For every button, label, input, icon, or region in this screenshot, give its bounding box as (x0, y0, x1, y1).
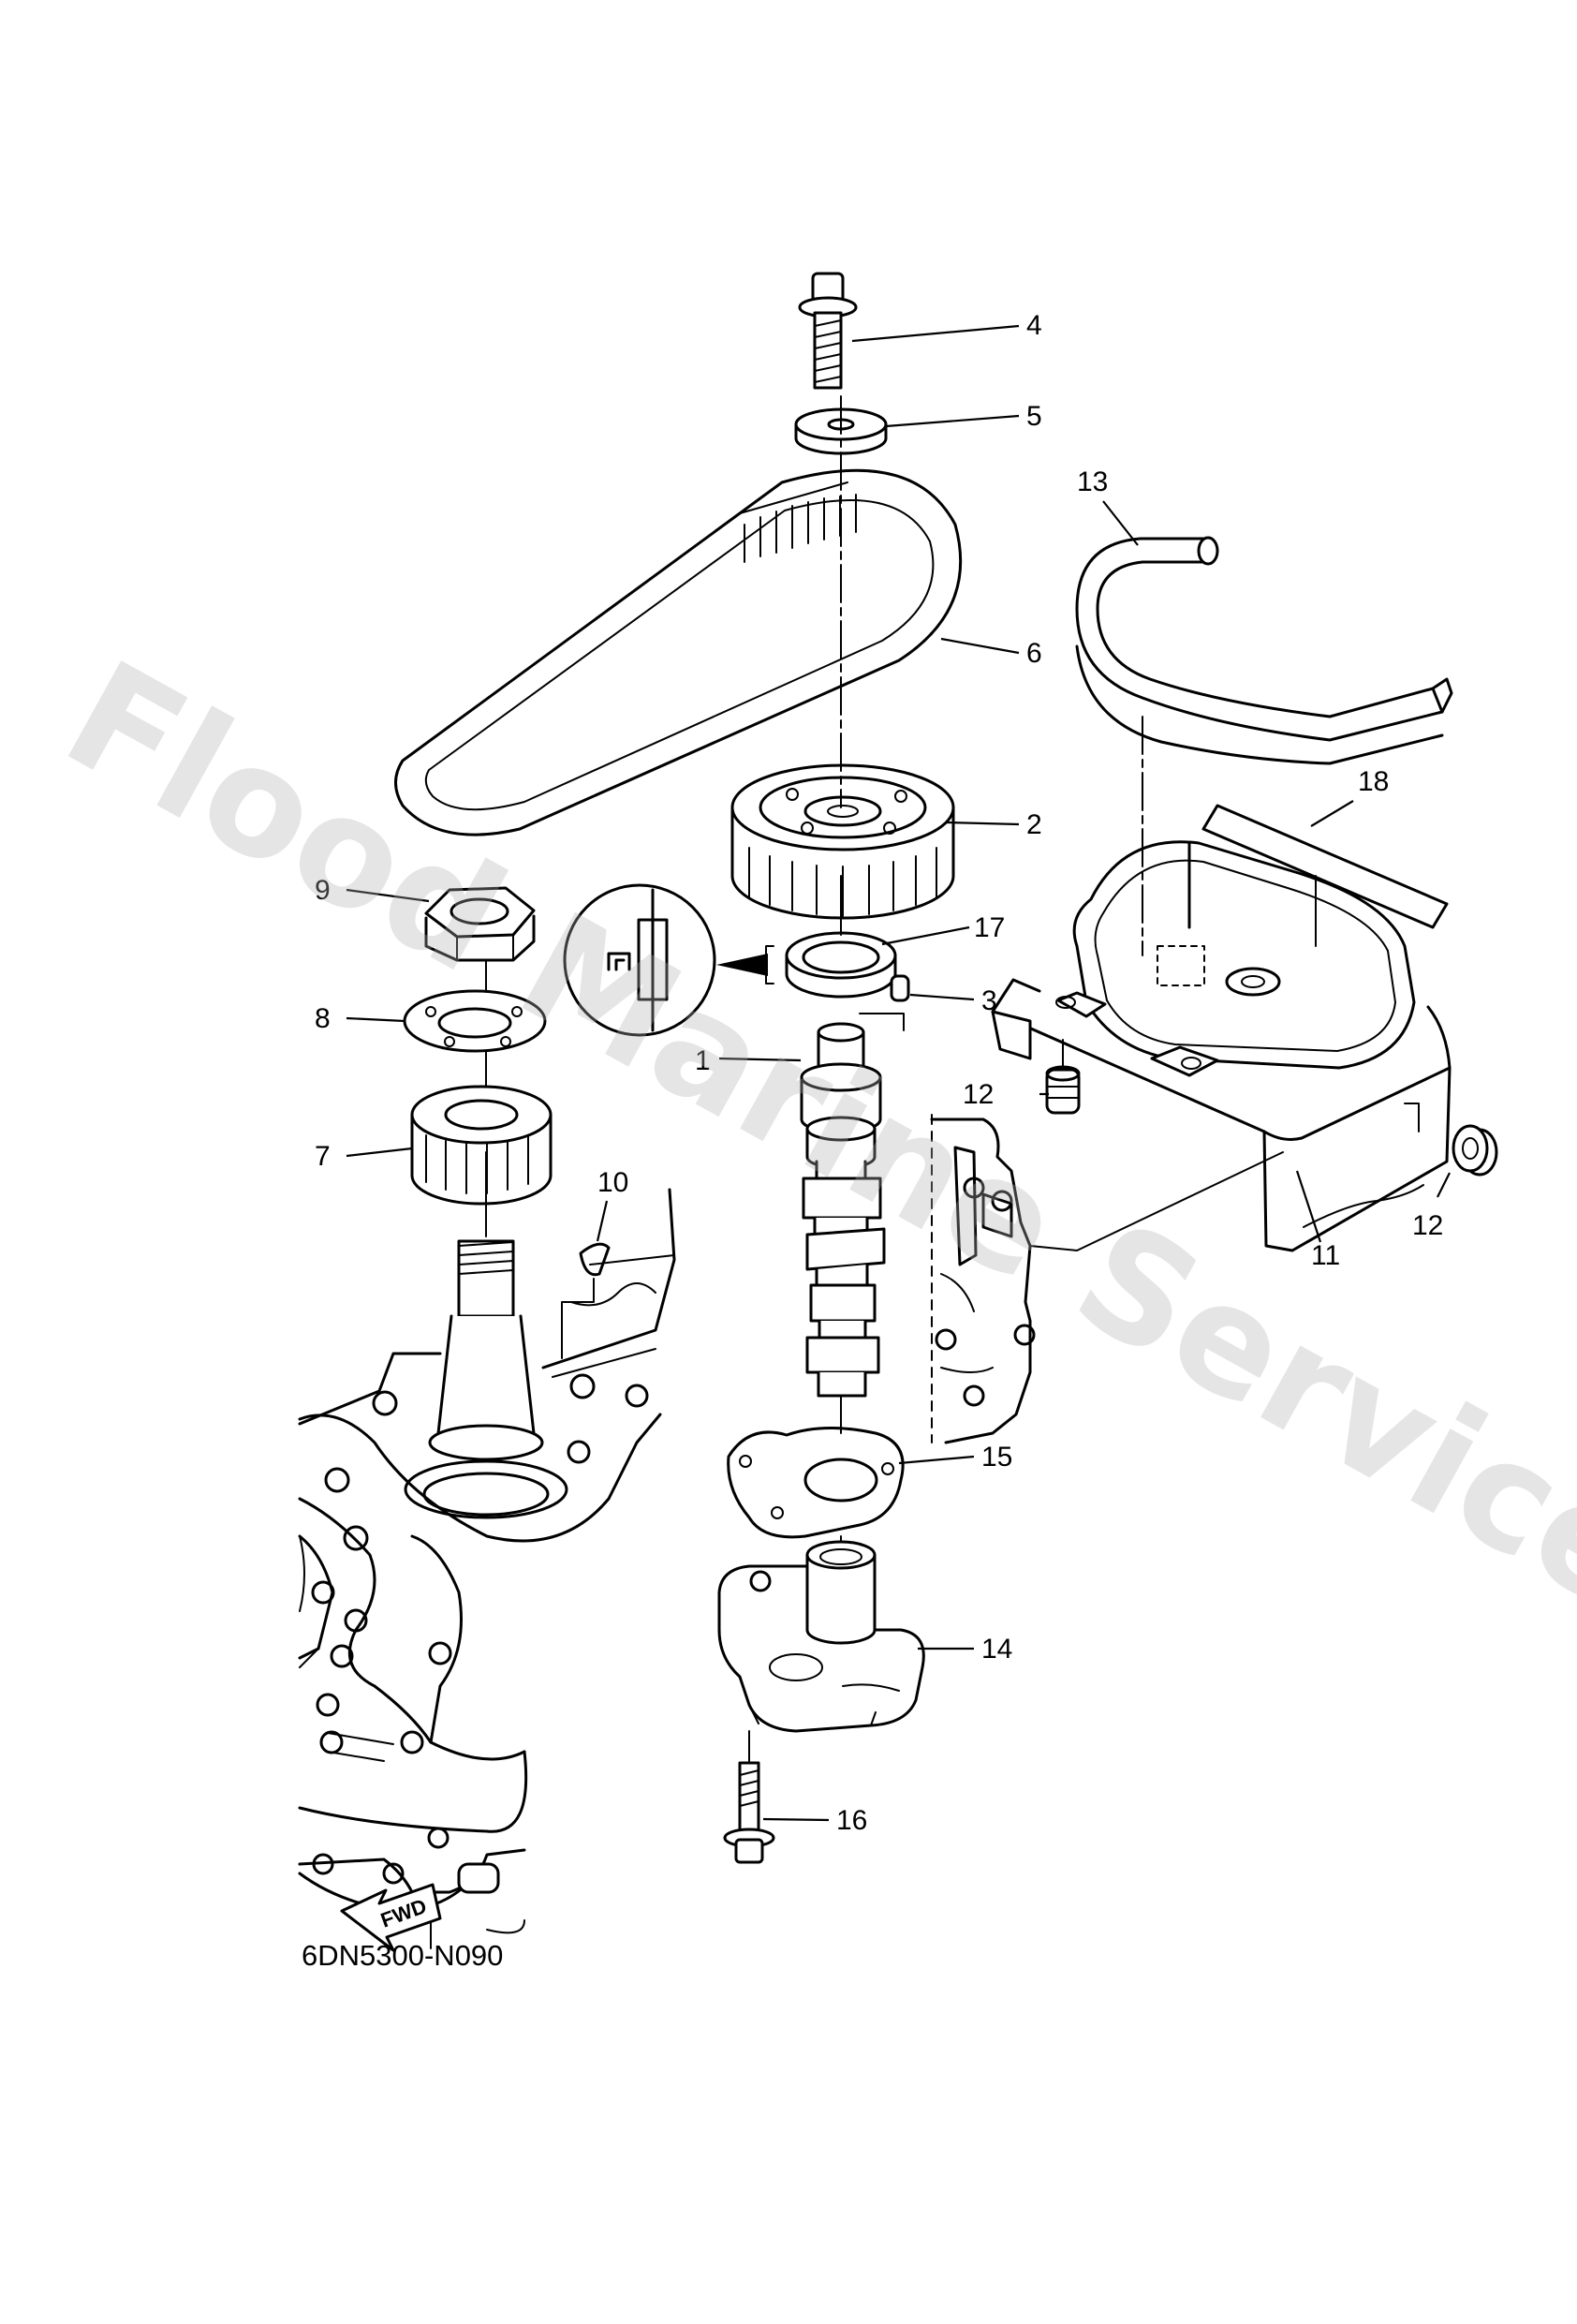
fwd-arrow: FWD (340, 1883, 442, 1952)
diagram-code: 6DN5300-N090 (302, 1939, 503, 1972)
engine-block-left (298, 1188, 676, 1949)
callout-12-right: 12 (1412, 1210, 1443, 1241)
callout-5: 5 (1026, 401, 1042, 432)
callout-11: 11 (1311, 1240, 1340, 1271)
detail-magnifier (563, 883, 768, 1037)
callout-1: 1 (695, 1045, 711, 1076)
part-3-dowel-pin (890, 974, 910, 1002)
callout-10: 10 (597, 1167, 628, 1198)
callout-4: 4 (1026, 310, 1042, 341)
part-1-camshaft (800, 1022, 886, 1398)
callout-3: 3 (981, 985, 997, 1016)
part-18-label (1201, 804, 1449, 929)
callout-6: 6 (1026, 638, 1042, 669)
part-4-bolt (798, 272, 858, 390)
part-7-crank-sprocket (410, 1085, 553, 1206)
callout-18: 18 (1358, 766, 1389, 797)
callout-12-left: 12 (963, 1079, 994, 1110)
callout-13: 13 (1077, 466, 1108, 497)
callouts: 4 5 6 2 3 17 1 9 8 7 10 12 12 11 13 18 1… (315, 310, 1443, 1836)
assembly-lines (485, 395, 1317, 1762)
part-10-key (579, 1242, 611, 1277)
part-6-timing-belt (394, 468, 963, 836)
part-13-hose (1075, 536, 1453, 765)
part-12-grommet-left (1045, 1065, 1081, 1115)
part-12-grommet-right (1452, 1124, 1498, 1177)
callout-8: 8 (315, 1003, 331, 1034)
part-9-nut (424, 886, 536, 962)
part-2-cam-pulley (730, 763, 955, 920)
part-11-cover (991, 840, 1452, 1252)
callout-16: 16 (836, 1805, 867, 1836)
part-15-gasket (727, 1427, 905, 1539)
part-16-bolt (723, 1761, 775, 1864)
callout-2: 2 (1026, 809, 1042, 840)
callout-15: 15 (981, 1442, 1012, 1473)
callout-7: 7 (315, 1141, 331, 1172)
part-14-oil-pump (717, 1540, 925, 1733)
cylinder-head-right (930, 1114, 1284, 1444)
leader-lines (346, 324, 1451, 1822)
part-17-oil-seal (765, 931, 897, 999)
callout-9: 9 (315, 875, 331, 906)
callout-17: 17 (974, 912, 1005, 943)
callout-14: 14 (981, 1634, 1012, 1665)
part-8-plate-washer (403, 989, 547, 1053)
